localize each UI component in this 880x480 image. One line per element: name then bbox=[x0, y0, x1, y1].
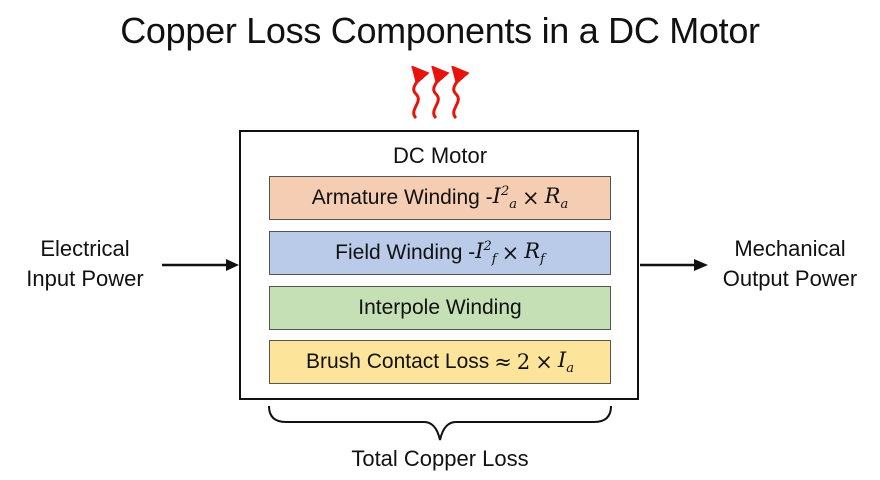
output-arrow-icon bbox=[640, 259, 708, 271]
brush-contact-loss-bar: Brush Contact Loss ≈ 2 × Ia bbox=[269, 340, 611, 384]
output-label: Mechanical Output Power bbox=[722, 236, 858, 291]
field-resistance: R bbox=[524, 238, 541, 263]
armature-op: × bbox=[522, 186, 540, 210]
field-current: I bbox=[475, 238, 484, 263]
armature-resistance: R bbox=[544, 183, 561, 208]
input-label: Electrical Input Power bbox=[26, 236, 144, 291]
interpole-winding-bar: Interpole Winding bbox=[269, 286, 611, 330]
dc-motor-box bbox=[239, 130, 639, 400]
field-op: × bbox=[501, 241, 520, 265]
armature-text: Armature Winding - bbox=[311, 186, 493, 209]
armature-winding-bar: Armature Winding - I2a × Ra bbox=[269, 176, 611, 220]
input-arrow-icon bbox=[162, 259, 239, 271]
curly-brace-icon bbox=[268, 405, 612, 441]
motor-label: DC Motor bbox=[392, 143, 488, 168]
brush-approx: ≈ bbox=[494, 350, 512, 374]
diagram-title: Copper Loss Components in a DC Motor bbox=[120, 10, 760, 51]
field-text: Field Winding - bbox=[335, 241, 476, 264]
brush-num: 2 bbox=[516, 350, 531, 374]
total-copper-loss-label: Total Copper Loss bbox=[351, 446, 529, 471]
brush-current: I bbox=[557, 347, 567, 372]
brush-text: Brush Contact Loss bbox=[306, 350, 490, 373]
heat-arrow-icon bbox=[411, 66, 470, 120]
interpole-text: Interpole Winding bbox=[358, 296, 522, 319]
brush-op: × bbox=[535, 350, 553, 374]
field-winding-bar: Field Winding - I2f × Rf bbox=[269, 231, 611, 275]
armature-current: I bbox=[492, 183, 501, 208]
